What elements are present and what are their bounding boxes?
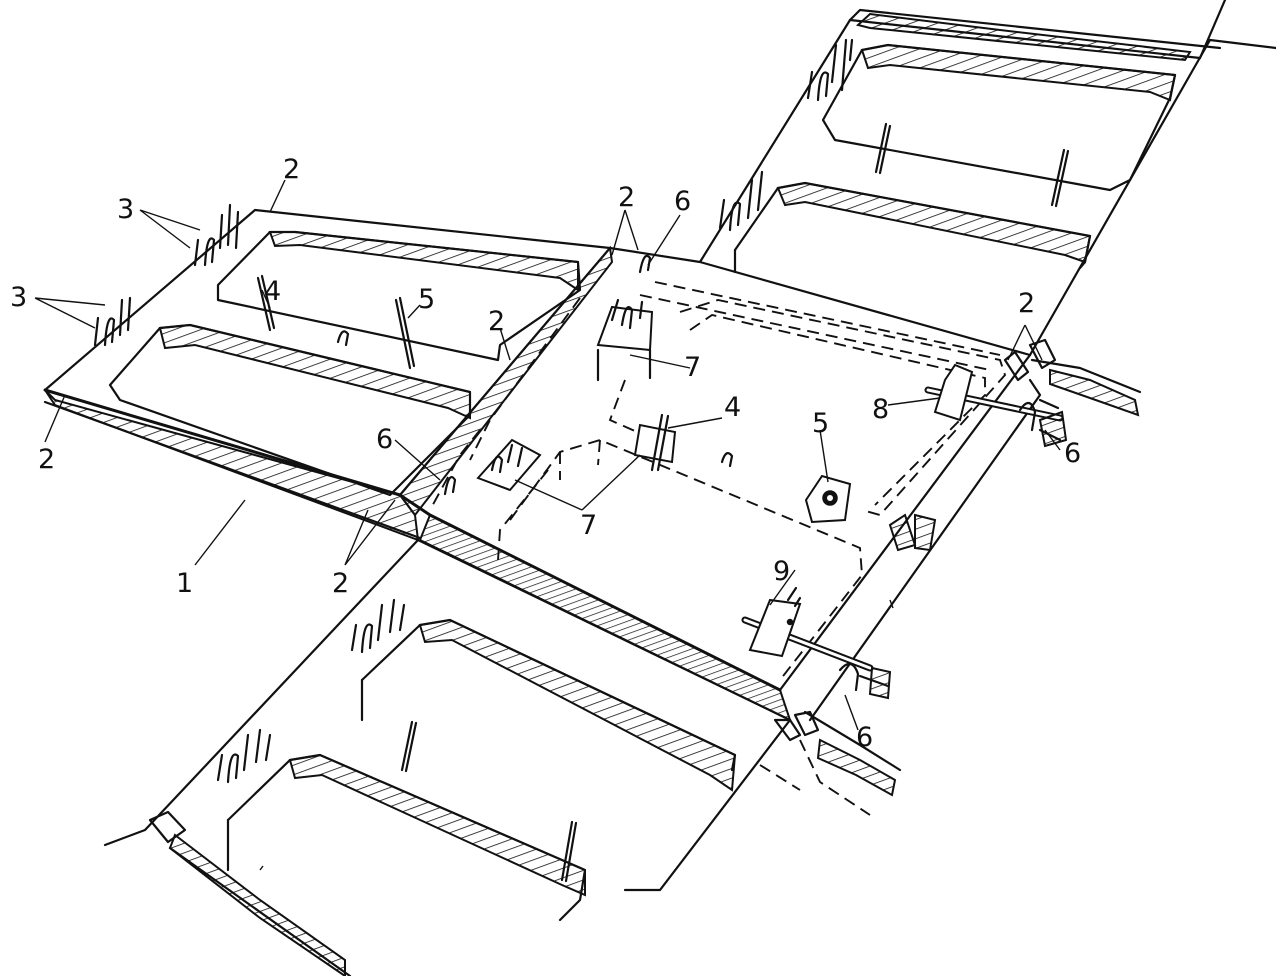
callout-2-right: 2 xyxy=(1018,288,1035,319)
callout-4-left: 4 xyxy=(264,276,281,307)
callout-6-top-center: 6 xyxy=(674,186,691,217)
callout-6-right: 6 xyxy=(1064,438,1081,469)
embedded-anchor-plates xyxy=(443,254,734,496)
callout-2-far-left: 2 xyxy=(38,444,55,475)
callout-4-center: 4 xyxy=(724,392,741,423)
clamp-bar-upper xyxy=(924,363,1068,448)
clamp-bar-lower xyxy=(741,586,892,700)
edge-ties-right xyxy=(773,338,1142,797)
callout-8: 8 xyxy=(872,394,889,425)
callout-5-left: 5 xyxy=(418,284,435,315)
upper-right-slab xyxy=(698,0,1276,357)
callout-1: 1 xyxy=(176,568,193,599)
callout-3-upper: 3 xyxy=(117,194,134,225)
callout-2-top-center: 2 xyxy=(618,182,635,213)
callout-7-lower: 7 xyxy=(580,510,597,541)
callout-2-top-left: 2 xyxy=(283,154,300,185)
bolt-plate xyxy=(804,474,852,524)
callout-6-bottom-right: 6 xyxy=(856,722,873,753)
callout-3-lower: 3 xyxy=(10,282,27,313)
callout-5-center: 5 xyxy=(812,408,829,439)
left-slab-panel xyxy=(43,208,614,542)
leader-lines xyxy=(34,179,1061,871)
callout-2-bottom-left: 2 xyxy=(332,568,349,599)
lower-left-slab xyxy=(103,538,792,976)
callout-2-left-joint: 2 xyxy=(488,306,505,337)
callout-7-upper: 7 xyxy=(684,352,701,383)
callout-9: 9 xyxy=(773,556,790,587)
callout-labels: 2 3 3 4 5 2 2 6 1 2 2 6 7 4 7 5 8 2 6 9 … xyxy=(10,154,1081,753)
callout-6-left: 6 xyxy=(376,424,393,455)
